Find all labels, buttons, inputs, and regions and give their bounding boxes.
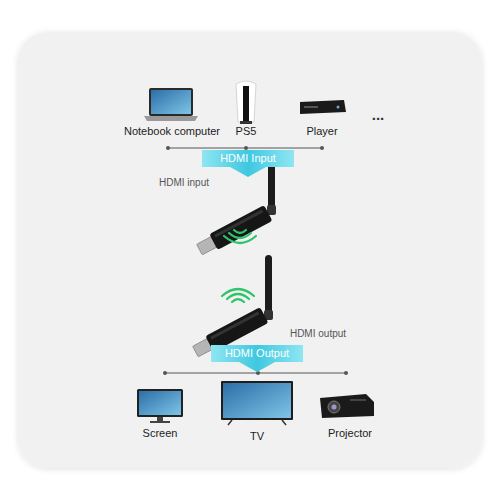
output-bus [163,371,348,375]
laptop-icon [144,88,198,121]
banner-arrow: HDMI Output [211,345,303,372]
input-bus [166,146,324,150]
label: Projector [328,427,372,440]
label: PS5 [236,125,257,138]
label: HDMI input [159,176,209,189]
label: HDMI output [290,327,346,340]
wifi-signal [224,230,256,243]
banner-text: HDMI Input [202,150,294,167]
wifi-signal [222,289,254,302]
banner-fill [202,150,294,177]
banner-text: HDMI Output [211,345,303,362]
receiver [191,255,273,360]
monitor-icon [137,389,183,423]
console-icon [236,81,256,124]
label: Player [306,125,337,138]
banner-arrow: HDMI Input [202,150,294,177]
card [18,32,482,468]
more-mark: ... [372,108,385,121]
banner-fill [211,345,303,372]
tv-icon [221,381,293,425]
label: Notebook computer [124,125,220,138]
player-icon [300,100,346,114]
label: TV [250,430,264,443]
label: Screen [143,427,178,440]
projector-icon [320,394,374,418]
